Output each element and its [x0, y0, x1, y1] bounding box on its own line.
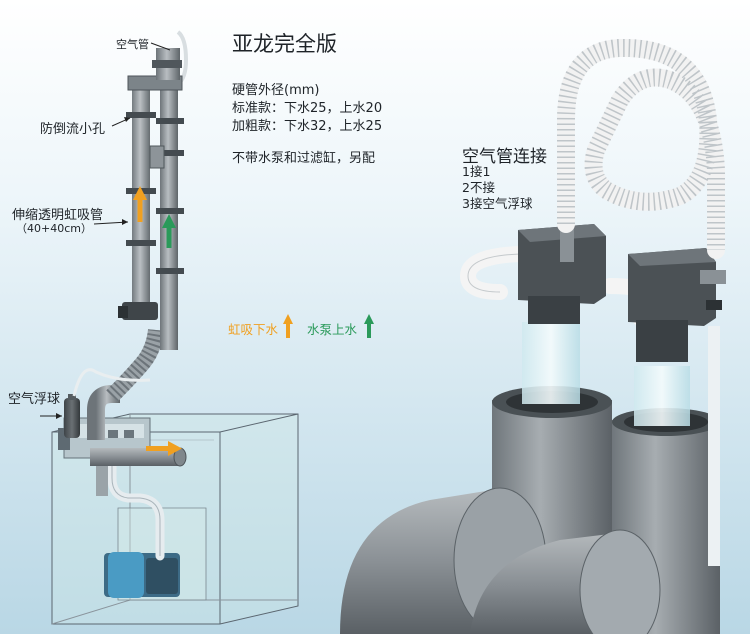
up-arrow-icon [162, 214, 176, 248]
label-telescopic-siphon-size: （40+40cm） [16, 222, 92, 235]
right-arrow-icon [146, 441, 182, 456]
spec-line: 标准款：下水25，上水20 [232, 101, 383, 116]
white-bent-hose-edge [467, 253, 590, 293]
tank-horizontal-pipe [90, 448, 180, 466]
air-connection-option: 2不接 [462, 180, 495, 195]
spec-line: 加粗款：下水32，上水25 [232, 119, 383, 134]
pipe-clamp [156, 268, 184, 274]
air-connection-options: 1接1 2不接 3接空气浮球 [462, 164, 532, 212]
pipe-clamp [156, 208, 184, 214]
air-connector-left [518, 222, 606, 324]
label-air-tube: 空气管 [116, 38, 149, 51]
label-telescopic-siphon: 伸缩透明虹吸管 [12, 208, 104, 223]
pointer-head [122, 219, 128, 225]
up-arrow-icon [283, 314, 293, 338]
pipe-clamp [126, 240, 156, 246]
clear-tube-left [522, 322, 580, 404]
up-arrow-icon [364, 314, 374, 338]
siphon-valve-cap [118, 306, 128, 318]
note-text: 不带水泵和过滤缸，另配 [232, 151, 376, 166]
spec-line: 硬管外径(mm) [232, 83, 320, 98]
side-tee [149, 145, 165, 169]
legend-pump-up: 水泵上水 [307, 322, 358, 337]
product-title: 亚龙完全版 [232, 32, 337, 56]
pointer-head [56, 413, 62, 419]
pipe-clamp [156, 118, 184, 124]
label-air-float: 空气浮球 [8, 392, 61, 407]
pipe-clamp [126, 112, 156, 118]
air-connection-option: 3接空气浮球 [462, 196, 533, 211]
air-tube-right [708, 326, 720, 566]
legend-siphon-down: 虹吸下水 [228, 322, 279, 337]
air-connection-option: 1接1 [462, 164, 491, 179]
air-tube-pointer [150, 42, 171, 51]
spec-block: 硬管外径(mm) 标准款：下水25，上水20 加粗款：下水32，上水25 [232, 82, 382, 136]
pointer-head [124, 117, 130, 122]
tank-drop-pipe [96, 466, 108, 496]
air-connector-right [628, 248, 726, 362]
air-connection-title: 空气管连接 [462, 147, 547, 167]
top-collar [152, 60, 182, 68]
air-tube-lower [72, 368, 151, 397]
coiled-air-hose-ribs [557, 38, 725, 250]
clear-tube-right [634, 366, 690, 426]
up-arrow-icon [133, 186, 147, 222]
pump-outlet-pipe-edge [111, 455, 161, 556]
corrugated-hose [106, 328, 164, 402]
air-float [64, 394, 80, 438]
water-pump [104, 552, 180, 598]
pipe-clamp [156, 150, 184, 156]
label-anti-backflow-hole: 防倒流小孔 [40, 122, 106, 137]
siphon-valve [122, 302, 158, 320]
